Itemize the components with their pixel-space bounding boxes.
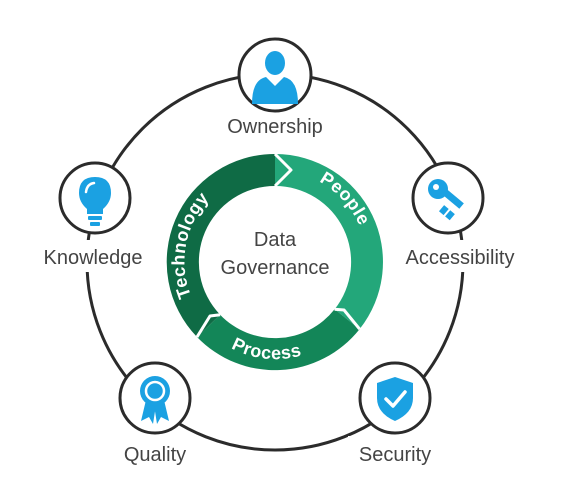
node-label-backdrop xyxy=(112,436,196,468)
award-ring xyxy=(144,380,166,402)
ring-chevron-top xyxy=(273,152,293,188)
center-title-line1: Data xyxy=(254,229,297,251)
node-label-backdrop xyxy=(348,436,444,468)
node-label-quality: Quality xyxy=(124,444,186,466)
node-label-ownership: Ownership xyxy=(227,116,323,138)
node-security: Security xyxy=(348,361,444,468)
center-title-line2: Governance xyxy=(221,257,330,279)
award-ribbon-icon xyxy=(140,376,170,424)
node-label-security: Security xyxy=(359,444,431,466)
ring-segment-process xyxy=(197,309,360,371)
node-label-knowledge: Knowledge xyxy=(44,247,143,269)
node-label-backdrop xyxy=(36,240,150,272)
ring-segment-technology xyxy=(166,153,275,337)
node-label-backdrop xyxy=(398,240,522,272)
node-quality: Quality xyxy=(112,361,196,468)
node-knowledge: Knowledge xyxy=(36,161,150,272)
lightbulb-highlight xyxy=(84,181,96,194)
node-accessibility: Accessibility xyxy=(398,161,522,272)
key-hole xyxy=(433,184,439,190)
ring-chevron-left xyxy=(195,313,221,338)
node-label-backdrop xyxy=(210,108,338,140)
node-label-accessibility: Accessibility xyxy=(406,247,515,269)
check-mark xyxy=(384,390,407,408)
ring-segment-people xyxy=(275,154,383,330)
shield-check-icon xyxy=(377,377,413,421)
person-icon xyxy=(252,51,298,104)
ring-chevron-right xyxy=(334,307,361,331)
node-ownership: Ownership xyxy=(210,37,338,140)
